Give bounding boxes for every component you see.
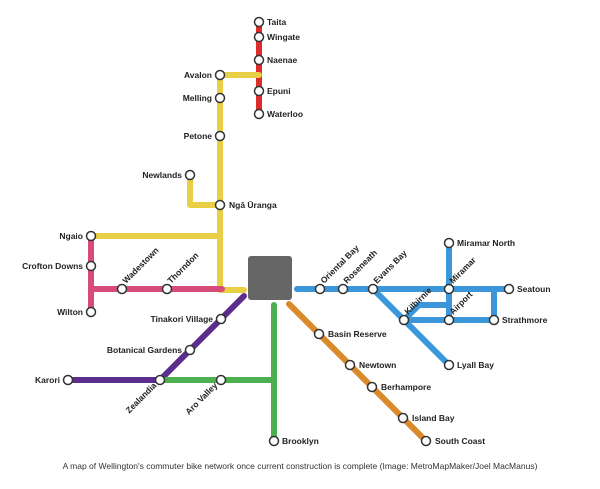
label-lyall-bay: Lyall Bay (457, 360, 494, 370)
station-petone[interactable] (214, 130, 226, 142)
station-miramar-north[interactable] (443, 237, 455, 249)
yellow-newlands-branch (187, 173, 223, 208)
label-karori: Karori (35, 375, 60, 385)
label-seatoun: Seatoun (517, 284, 551, 294)
label-island-bay: Island Bay (412, 413, 455, 423)
label-botanical-gardens: Botanical Gardens (107, 345, 182, 355)
station-newlands[interactable] (184, 169, 196, 181)
label-aro-valley: Aro Valley (183, 380, 219, 416)
label-naenae: Naenae (267, 55, 298, 65)
station-island-bay[interactable] (397, 412, 409, 424)
station-evans-bay[interactable] (367, 283, 379, 295)
label-berhampore: Berhampore (381, 382, 431, 392)
label-waterloo: Waterloo (267, 109, 303, 119)
station-aro-valley[interactable] (215, 374, 227, 386)
station-south-coast[interactable] (420, 435, 432, 447)
station-botanical-gardens[interactable] (184, 344, 196, 356)
label-crofton-downs: Crofton Downs (22, 261, 83, 271)
station-wadestown[interactable] (116, 283, 128, 295)
blue-evans-kilbirnie-link (401, 302, 452, 323)
label-nga-uranga: Ngā Ūranga (229, 200, 277, 210)
station-crofton-downs[interactable] (85, 260, 97, 272)
label-melling: Melling (183, 93, 212, 103)
station-miramar[interactable] (443, 283, 455, 295)
label-epuni: Epuni (267, 86, 291, 96)
station-airport[interactable] (443, 314, 455, 326)
label-newtown: Newtown (359, 360, 396, 370)
label-south-coast: South Coast (435, 436, 485, 446)
label-thorndon: Thorndon (165, 250, 200, 285)
station-nga-uranga[interactable] (214, 199, 226, 211)
label-ngaio: Ngaio (59, 231, 83, 241)
station-wingate[interactable] (253, 31, 265, 43)
station-kilbirnie[interactable] (398, 314, 410, 326)
station-thorndon[interactable] (161, 283, 173, 295)
station-naenae[interactable] (253, 54, 265, 66)
pink-line-route (88, 233, 225, 315)
station-wilton[interactable] (85, 306, 97, 318)
label-wingate: Wingate (267, 32, 300, 42)
station-oriental-bay[interactable] (314, 283, 326, 295)
label-tinakori-village: Tinakori Village (150, 314, 213, 324)
label-brooklyn: Brooklyn (282, 436, 319, 446)
station-tinakori-village[interactable] (215, 313, 227, 325)
yellow-line-route (217, 72, 262, 293)
station-lyall-bay[interactable] (443, 359, 455, 371)
label-zealandia: Zealandia (124, 380, 159, 415)
station-roseneath[interactable] (337, 283, 349, 295)
label-avalon: Avalon (184, 70, 212, 80)
station-seatoun[interactable] (503, 283, 515, 295)
station-newtown[interactable] (344, 359, 356, 371)
station-basin-reserve[interactable] (313, 328, 325, 340)
map-caption: A map of Wellington's commuter bike netw… (62, 461, 538, 471)
label-petone: Petone (184, 131, 213, 141)
station-ngaio[interactable] (85, 230, 97, 242)
label-wadestown: Wadestown (120, 245, 160, 285)
label-basin-reserve: Basin Reserve (328, 329, 387, 339)
station-melling[interactable] (214, 92, 226, 104)
label-wilton: Wilton (57, 307, 83, 317)
station-avalon[interactable] (214, 69, 226, 81)
label-taita: Taita (267, 17, 286, 27)
label-miramar-north: Miramar North (457, 238, 515, 248)
station-brooklyn[interactable] (268, 435, 280, 447)
station-epuni[interactable] (253, 85, 265, 97)
city-hub (248, 256, 292, 300)
station-karori[interactable] (62, 374, 74, 386)
station-taita[interactable] (253, 16, 265, 28)
station-waterloo[interactable] (253, 108, 265, 120)
label-strathmore: Strathmore (502, 315, 548, 325)
station-strathmore[interactable] (488, 314, 500, 326)
station-zealandia[interactable] (154, 374, 166, 386)
label-newlands: Newlands (142, 170, 182, 180)
station-berhampore[interactable] (366, 381, 378, 393)
